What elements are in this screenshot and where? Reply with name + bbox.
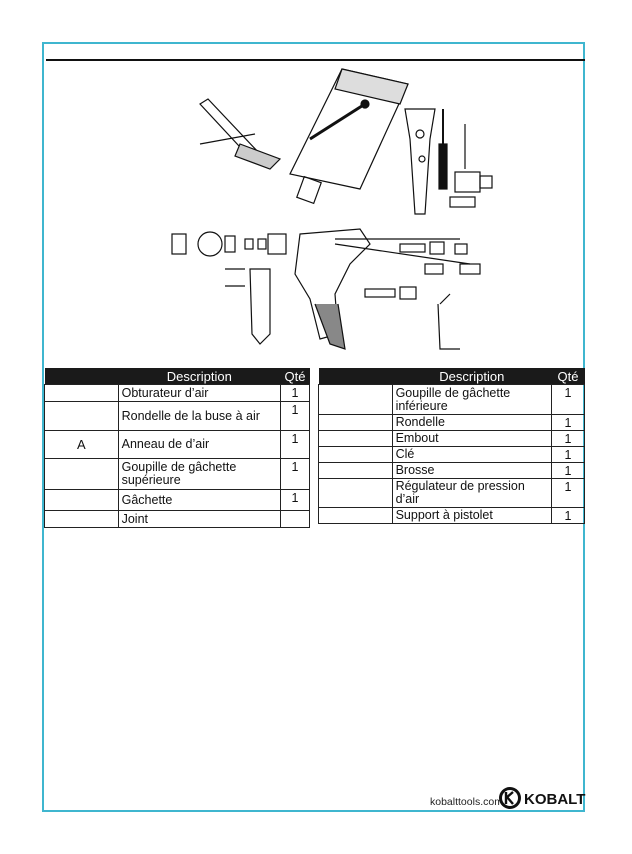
row-ref: [318, 507, 393, 524]
row-description: Obturateur d’air: [117, 384, 282, 402]
row-description: Clé: [391, 446, 553, 463]
spray-gun-exploded-diagram: [171, 68, 493, 350]
row-ref: [44, 458, 119, 490]
row-ref: [44, 384, 119, 402]
website-url: kobalttools.com: [430, 796, 503, 808]
row-description: Goupille de gâchette supérieure: [117, 458, 282, 490]
header-rule: [46, 59, 585, 61]
row-ref: [318, 446, 393, 463]
row-qty: [280, 510, 310, 528]
row-qty: 1: [280, 384, 310, 402]
row-qty: 1: [280, 401, 310, 431]
row-qty: 1: [280, 458, 310, 490]
row-qty: 1: [551, 414, 585, 431]
header-qty: Qté: [280, 368, 310, 385]
row-ref: [44, 510, 119, 528]
parts-table-right: Description Qté Goupille de gâchette inf…: [318, 368, 585, 524]
row-ref: [318, 430, 393, 447]
header-qty: Qté: [551, 368, 585, 385]
row-qty: 1: [280, 489, 310, 511]
table-row: Joint: [44, 510, 310, 528]
kobalt-logo: KOBALT: [499, 787, 585, 809]
row-description: Anneau de d’air: [117, 430, 282, 459]
header-ref: [318, 368, 393, 385]
table-header: Description Qté: [44, 368, 310, 385]
row-description: Gâchette: [117, 489, 282, 511]
row-description: Régulateur de pression d’air: [391, 478, 553, 508]
row-description: Embout: [391, 430, 553, 447]
row-description: Rondelle: [391, 414, 553, 431]
row-ref: [44, 401, 119, 431]
table-header: Description Qté: [318, 368, 585, 385]
row-ref: [318, 384, 393, 415]
logo-wordmark: KOBALT: [524, 791, 585, 808]
row-qty: 1: [551, 430, 585, 447]
row-ref: [44, 489, 119, 511]
header-description: Description: [392, 368, 552, 385]
row-description: Joint: [117, 510, 282, 528]
row-ref: [318, 414, 393, 431]
row-qty: 1: [551, 446, 585, 463]
row-description: Goupille de gâchette inférieure: [391, 384, 553, 415]
row-qty: 1: [551, 462, 585, 479]
row-description: Support à pistolet: [391, 507, 553, 524]
row-ref: A: [44, 430, 119, 459]
row-ref: [318, 478, 393, 508]
row-qty: 1: [551, 507, 585, 524]
header-ref: [44, 368, 119, 385]
row-description: Rondelle de la buse à air: [117, 401, 282, 431]
header-description: Description: [118, 368, 281, 385]
row-description: Brosse: [391, 462, 553, 479]
row-ref: [318, 462, 393, 479]
row-qty: 1: [551, 384, 585, 415]
row-qty: 1: [280, 430, 310, 459]
row-qty: 1: [551, 478, 585, 508]
